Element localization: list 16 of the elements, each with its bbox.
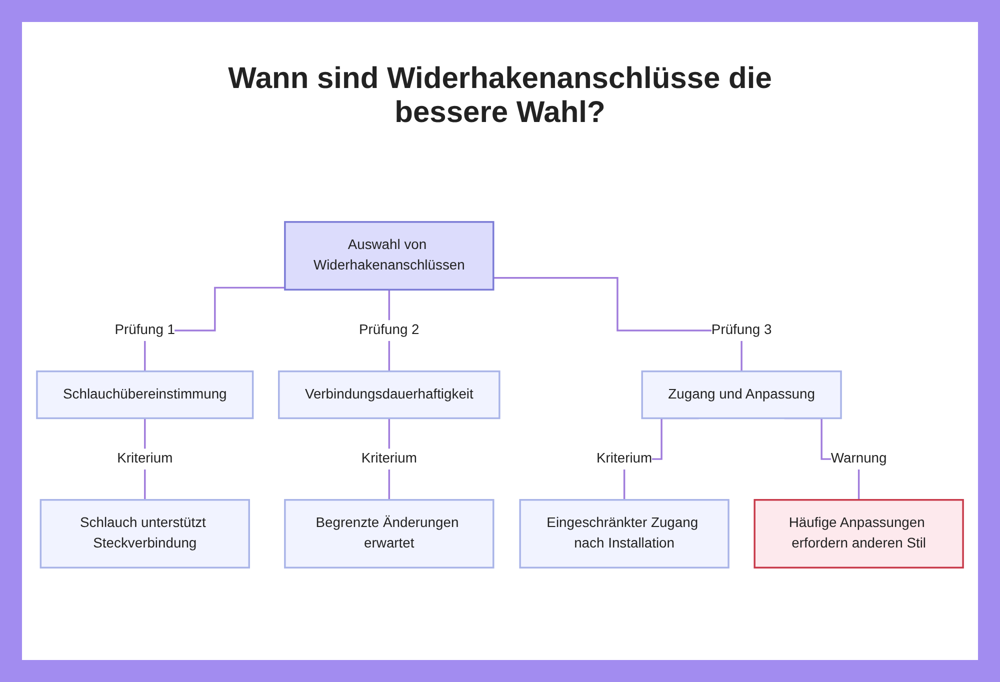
node-box: Häufige Anpassungen erfordern anderen Stil [754,499,964,569]
edge-label: Kriterium [596,451,652,466]
node-box: Begrenzte Änderungen erwartet [284,499,494,569]
node-box: Eingeschränkter Zugang nach Installation [519,499,730,569]
edge-label: Prüfung 1 [114,322,176,338]
edge-label: Warnung [830,451,887,466]
edge-label: Kriterium [361,451,417,466]
edge-label: Prüfung 3 [711,322,772,338]
node-box: Verbindungsdauerhaftigkeit [278,370,500,420]
diagram-title: Wann sind Widerhakenanschlüsse die bessere Wahl? [227,62,773,130]
edge-label: Prüfung 2 [359,322,420,338]
node-box: Zugang und Anpassung [641,370,842,420]
node-box: Auswahl von Widerhakenanschlüssen [284,221,494,291]
node-box: Schlauch unterstützt Steckverbindung [40,499,250,569]
edge-label: Kriterium [117,451,173,466]
node-box: Schlauchübereinstimmung [36,370,254,420]
